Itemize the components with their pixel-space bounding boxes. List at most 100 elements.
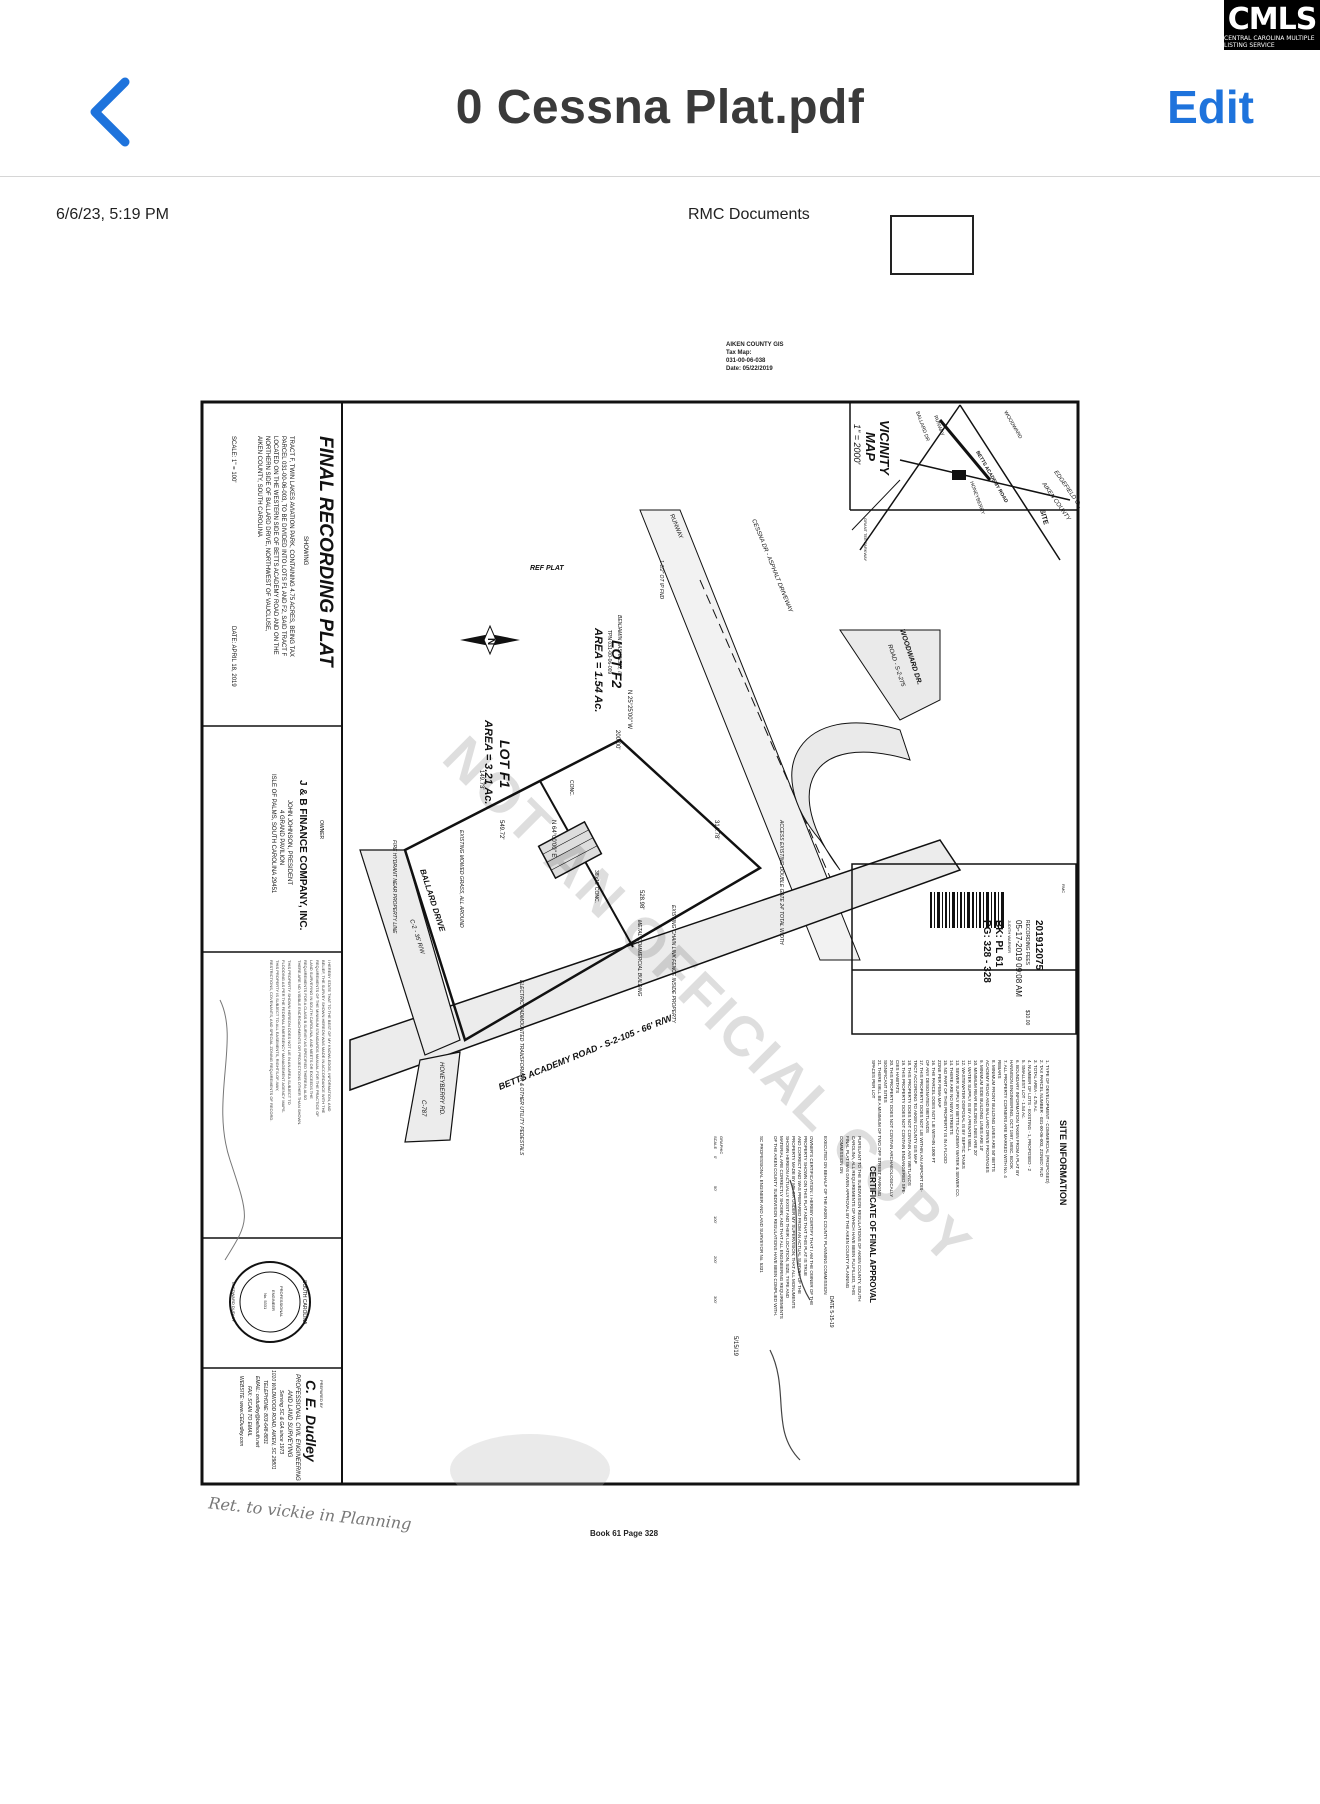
seal-text: SOUTH CAROLINA xyxy=(301,1280,307,1325)
site-info-line: 6. BOUNDARY INFORMATION TAKEN FROM A PLA… xyxy=(1015,1060,1020,1176)
woodward-road-end xyxy=(839,629,941,721)
vicinity-map-label: MAP xyxy=(863,432,878,461)
barcode xyxy=(930,892,1004,928)
document-title: 0 Cessna Plat.pdf xyxy=(455,81,865,134)
site-info-line: SIGNIFICANT SITES xyxy=(883,1060,888,1103)
ballard-drive xyxy=(359,849,461,1056)
site-info-line: 2. TAX PARCEL NUMBER - 031-00-06-003, ZO… xyxy=(1039,1060,1044,1178)
site-info-line: 20. THIS PROPERTY DOES NOT CONTAIN ARCHA… xyxy=(889,1060,894,1197)
graphic-scale-tick: 50' xyxy=(713,1186,718,1191)
honeyberry-label: HONEYBERRY RD. xyxy=(438,1062,444,1116)
site-info-line: CIES HABITATS xyxy=(895,1060,900,1093)
nav-bar: 0 Cessna Plat.pdf Edit xyxy=(0,50,1320,177)
site-info-line: SPACES PER LOT xyxy=(871,1060,876,1099)
cmls-logo-subtext: CENTRAL CAROLINA MULTIPLE LISTING SERVIC… xyxy=(1224,34,1315,49)
plat-date: DATE: APRIL 18, 2019 xyxy=(230,626,236,687)
page-footer: Book 61 Page 328 xyxy=(590,1529,659,1538)
print-source: RMC Documents xyxy=(688,206,810,223)
site-info-line: 4. NUMBER OF LOTS - EXISTING - 1, PROPOS… xyxy=(1027,1060,1032,1172)
approval-line: EXECUTED ON BEHALF OF THE AIKEN COUNTY P… xyxy=(823,1136,828,1295)
hydrant-label: FIRE HYDRANT NEAR PROPERTY LINE xyxy=(391,840,397,934)
preparer-line: TELEPHONE: 803-648-8831 xyxy=(262,1380,268,1444)
recording-block: RMC 201912075 RECORDING FEES xyxy=(851,863,1077,1035)
surveyor-line: PROPERTY MADE BY ME OR UNDER MY SUPERVIS… xyxy=(791,1136,796,1308)
owner-sign-date: 5/15/19 xyxy=(732,1336,738,1357)
ref-plat-label: REF PLAT xyxy=(530,565,564,572)
site-information: SITE INFORMATION 1. TYPE OF DEVELOPMENT … xyxy=(871,1060,1068,1205)
cert-line: LAND SURVEYING IN SOUTH CAROLINA, AND ME… xyxy=(309,960,314,1099)
surveyor-line: PROPERTY SHOWN ON THIS PLAT AND THAT THI… xyxy=(803,1136,808,1276)
metal-building-label: METAL COMMERCIAL BUILDING xyxy=(636,920,642,997)
preparer-line: 1010 WILDWOOD ROAD, AIKEN, SC 29801 xyxy=(270,1370,276,1470)
record-fee: $10.00 xyxy=(1024,1010,1030,1026)
cert-line: REQUIREMENTS FOR A CLASS B SURVEY AS SPE… xyxy=(303,960,308,1100)
lot-f1-label: LOT F1 xyxy=(497,740,513,788)
site-info-line: 12. WASTEWATER DISPOSAL IS BY SEPTIC TAN… xyxy=(961,1060,966,1169)
site-info-line: TRICT ACCORDING TO AIKEN COUNTY GIS MAP xyxy=(913,1060,918,1164)
distance-label: 549.72' xyxy=(498,820,504,840)
back-button[interactable] xyxy=(80,72,140,152)
plat-document: FINAL RECORDING PLAT SHOWING TRACT F, TW… xyxy=(200,400,1080,1486)
vicinity-scale: 1" = 2000' xyxy=(852,424,862,464)
vicinity-title: VICINITY xyxy=(877,420,892,476)
seal-text: C. EDWARD DUDLEY xyxy=(231,1282,236,1322)
record-clerk: JUDITH WARNER xyxy=(1007,920,1012,953)
parcel-boundary xyxy=(403,738,763,1042)
site-info-line: 3. TOTAL AREA - 4.75 Ac. xyxy=(1033,1060,1038,1112)
graphic-scale-tick: 100' xyxy=(713,1216,718,1224)
embossed-seal xyxy=(450,1434,610,1486)
site-info-line: OF ANY DESIGNATED WETLANDS xyxy=(925,1060,930,1133)
final-approval: CERTIFICATE OF FINAL APPROVAL PURSUANT T… xyxy=(713,1136,877,1357)
plat-scale: SCALE: 1" = 100' xyxy=(230,436,236,482)
site-info-line: ZONE PER FEMA MAP xyxy=(937,1060,942,1108)
lot-f2-area: AREA = 1.54 Ac. xyxy=(592,627,604,712)
adjoiner-label: BENJAMIN BASHINSKI, III xyxy=(616,615,622,676)
preparer-line: WEBSITE: www.CEDudley.com xyxy=(238,1376,244,1446)
distance-label: 149.73' xyxy=(478,770,484,790)
surveyor-line: AND CORRECT AND WAS PREPARED FROM AN ACT… xyxy=(797,1136,802,1294)
site-info-line: 15. NO PART OF THIS PROPERTY IS IN A FLO… xyxy=(943,1060,948,1164)
chevron-left-icon xyxy=(90,77,130,147)
graphic-scale-label: GRAPHIC xyxy=(719,1136,724,1154)
runway-centerline xyxy=(699,579,841,901)
fence-label: EXISTING CHAIN LINK FENCE INSIDE PROPERT… xyxy=(670,905,676,1024)
graphic-scale-tick: 200' xyxy=(713,1256,718,1264)
cmls-logo: CMLS CENTRAL CAROLINA MULTIPLE LISTING S… xyxy=(1224,0,1320,50)
handwritten-note: Ret. to vickie in Planning xyxy=(207,1493,413,1534)
lot-f1-area: AREA = 3.21 Ac. xyxy=(482,719,494,804)
plat-showing: SHOWING xyxy=(302,536,308,566)
gis-line: Date: 05/22/2019 xyxy=(726,366,773,372)
site-info-line: 7. ALL PROPERTY CORNERS ARE MARKED WITH … xyxy=(1003,1060,1008,1178)
record-book: BK: PL 61 xyxy=(993,920,1004,967)
owner-label: OWNER xyxy=(318,820,324,840)
runway-area xyxy=(639,509,861,961)
gis-line: Tax Map: xyxy=(726,350,752,356)
preparer-line: EMAIL: cedudley@bellsouth.net xyxy=(254,1376,260,1448)
seal-text: ENGINEER xyxy=(271,1290,276,1311)
edit-button[interactable]: Edit xyxy=(1167,81,1254,133)
sc-pe-line: SC PROFESSIONAL ENGINEER AND LAND SURVEY… xyxy=(759,1136,764,1273)
surveyor-line: MATERIAL ARE CORRECTLY SHOWN; AND THAT A… xyxy=(779,1136,784,1319)
record-fees-label: RECORDING FEES xyxy=(1024,920,1030,966)
site-info-line: ACADEMY ROAD AND BALLARD DRIVE FRONTAGES xyxy=(985,1060,990,1173)
building-size-label: 38'x18' CONC. xyxy=(593,870,599,903)
preparer-name: C. E. Dudley xyxy=(303,1380,319,1463)
certification-block: I HEREBY STATE THAT TO THE BEST OF MY KN… xyxy=(269,960,332,1125)
existing-grass-label: EXISTING MOWED GRASS, ALL AROUND xyxy=(458,830,464,928)
plat-description-line: PARCEL 031-00-06-003, TO BE DIVIDED INTO… xyxy=(280,436,286,657)
approval-line: COMMISSION ON xyxy=(839,1136,844,1174)
site-info-line: 8. MINIMUM FRONT BUILDING LINES ARE 50' … xyxy=(991,1060,996,1172)
preparer-line: Serving SC & GA since 1973 xyxy=(278,1390,284,1454)
seal-text: No. 5331 xyxy=(263,1293,268,1310)
site-info-line: 5. SMALLEST LOT - 1.54 Ac. xyxy=(1021,1060,1026,1119)
approval-line: PURSUANT TO THE SUBDIVISION REGULATIONS … xyxy=(857,1136,862,1302)
lot-split-line xyxy=(539,780,634,948)
approval-line: CAROLINA, ALL REQUIREMENTS OF WHICH HAVE… xyxy=(851,1136,856,1295)
stamp-box xyxy=(890,215,974,275)
engineer-seal: SOUTH CAROLINA PROFESSIONAL ENGINEER No.… xyxy=(229,1261,311,1343)
building-footprint xyxy=(537,820,603,880)
adjoiner-tpn: TPN 031-00-06-009 xyxy=(606,630,612,674)
distance-label: 528.98' xyxy=(638,890,644,910)
site-info-line: 19. THIS PROPERTY DOES NOT CONTAIN ENDAN… xyxy=(901,1060,906,1195)
site-info-line: 21. THERE WILL BE A MINIMUM OF TWO OFF S… xyxy=(877,1060,882,1197)
